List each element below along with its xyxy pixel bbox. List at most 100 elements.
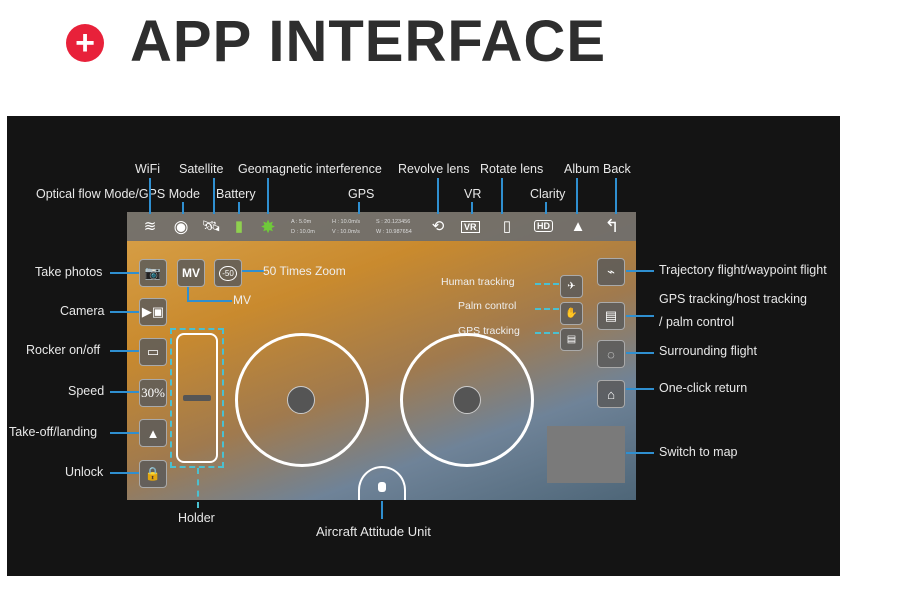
label-album: Album <box>564 162 600 176</box>
gps-mode-icon[interactable]: ◉ <box>173 217 189 236</box>
label-holder: Holder <box>178 511 215 525</box>
connector <box>110 472 139 474</box>
zoom-button[interactable]: -50 <box>214 259 242 287</box>
gps-tracking-mode-button[interactable]: ▤ <box>597 302 625 330</box>
label-surrounding: Surrounding flight <box>659 344 757 358</box>
label-switch-map: Switch to map <box>659 445 738 459</box>
vr-button[interactable]: VR <box>461 221 480 233</box>
connector <box>110 432 139 434</box>
one-click-return-button[interactable]: ⌂ <box>597 380 625 408</box>
left-joystick[interactable] <box>235 333 369 467</box>
connector <box>501 178 503 214</box>
label-rotate-lens: Rotate lens <box>480 162 544 176</box>
controller-icon: ▤ <box>566 334 577 345</box>
hd-button[interactable]: HD <box>534 220 553 232</box>
home-pin-icon: ⌂ <box>607 386 615 402</box>
camera-button[interactable]: ▶▣ <box>139 298 167 326</box>
gps-tracking-button[interactable]: ▤ <box>560 328 583 351</box>
rotate-lens-icon[interactable]: ▯ <box>502 218 512 235</box>
connector <box>626 270 654 272</box>
controller-icon: ▤ <box>604 308 618 323</box>
unlock-button[interactable]: 🔒 <box>139 460 167 488</box>
aircraft-icon <box>378 482 386 492</box>
page-title: APP INTERFACE <box>130 9 607 74</box>
lock-icon: 🔒 <box>144 466 162 481</box>
connector <box>149 178 151 214</box>
connector <box>213 178 215 214</box>
label-gps-tracking: GPS tracking <box>458 325 520 337</box>
zoom-icon: -50 <box>219 265 237 281</box>
status-bar <box>127 212 636 241</box>
right-joystick-knob[interactable] <box>453 386 481 414</box>
orbit-icon: ◌ <box>607 346 615 362</box>
connector <box>110 350 139 352</box>
connector <box>110 311 139 313</box>
label-return: One-click return <box>659 381 748 395</box>
connector <box>110 272 139 274</box>
connector <box>626 315 654 317</box>
label-unlock: Unlock <box>65 465 104 479</box>
connector <box>182 202 184 214</box>
label-back: Back <box>603 162 631 176</box>
geomagnetic-icon: ✸ <box>260 217 276 237</box>
label-speed: Speed <box>68 384 105 398</box>
connector <box>626 388 654 390</box>
mv-label: MV <box>233 293 251 307</box>
trajectory-flight-button[interactable]: ⌁ <box>597 258 625 286</box>
speed-button[interactable]: 30% <box>139 379 167 407</box>
holder-slider[interactable] <box>176 333 218 463</box>
label-revolve-lens: Revolve lens <box>398 162 470 176</box>
connector <box>576 178 578 214</box>
arrow-up-icon: ▲ <box>146 425 160 441</box>
connector <box>267 178 269 214</box>
connector <box>242 270 264 272</box>
connector <box>358 202 360 214</box>
label-rocker: Rocker on/off <box>26 343 101 357</box>
label-human-tracking: Human tracking <box>441 276 515 288</box>
takeoff-landing-button[interactable]: ▲ <box>139 419 167 447</box>
label-gps: GPS <box>348 187 375 201</box>
zoom-label: 50 Times Zoom <box>263 264 346 278</box>
mv-button[interactable]: MV <box>177 259 205 287</box>
label-trajectory: Trajectory flight/waypoint flight <box>659 263 827 277</box>
connector <box>238 202 240 214</box>
label-battery: Battery <box>216 187 256 201</box>
connector <box>535 332 559 334</box>
drone-person-icon: ✈ <box>567 281 576 292</box>
right-joystick[interactable] <box>400 333 534 467</box>
take-photo-button[interactable]: 📷 <box>139 259 167 287</box>
label-clarity: Clarity <box>530 187 566 201</box>
album-icon[interactable]: ▲ <box>570 218 586 235</box>
connector <box>535 308 559 310</box>
holder-handle[interactable] <box>183 395 211 401</box>
rocker-icon: ▭ <box>146 344 160 359</box>
plus-circle-icon: + <box>66 24 104 62</box>
label-palm-control: Palm control <box>458 300 517 312</box>
holder-highlight <box>170 328 224 468</box>
label-vr: VR <box>464 187 482 201</box>
back-icon[interactable]: ↰ <box>604 216 620 236</box>
connector <box>187 300 232 302</box>
video-camera-icon: ▶▣ <box>141 304 165 319</box>
left-joystick-knob[interactable] <box>287 386 315 414</box>
label-camera: Camera <box>60 304 105 318</box>
connector <box>471 202 473 214</box>
map-thumbnail[interactable] <box>547 426 625 483</box>
human-tracking-button[interactable]: ✈ <box>560 275 583 298</box>
label-attitude: Aircraft Attitude Unit <box>316 524 431 539</box>
revolve-lens-icon[interactable]: ⟲ <box>431 218 445 235</box>
camera-icon: 📷 <box>144 265 162 280</box>
attitude-indicator <box>358 466 406 500</box>
surrounding-flight-button[interactable]: ◌ <box>597 340 625 368</box>
connector <box>381 501 383 519</box>
connector <box>187 287 189 301</box>
rocker-toggle[interactable]: ▭ <box>139 338 167 366</box>
connector <box>535 283 559 285</box>
palm-control-button[interactable]: ✋ <box>560 302 583 325</box>
label-palm-control-right: / palm control <box>659 315 735 329</box>
label-gps-tracking-host: GPS tracking/host tracking <box>659 292 807 306</box>
label-takeoff: Take-off/landing <box>9 425 98 439</box>
